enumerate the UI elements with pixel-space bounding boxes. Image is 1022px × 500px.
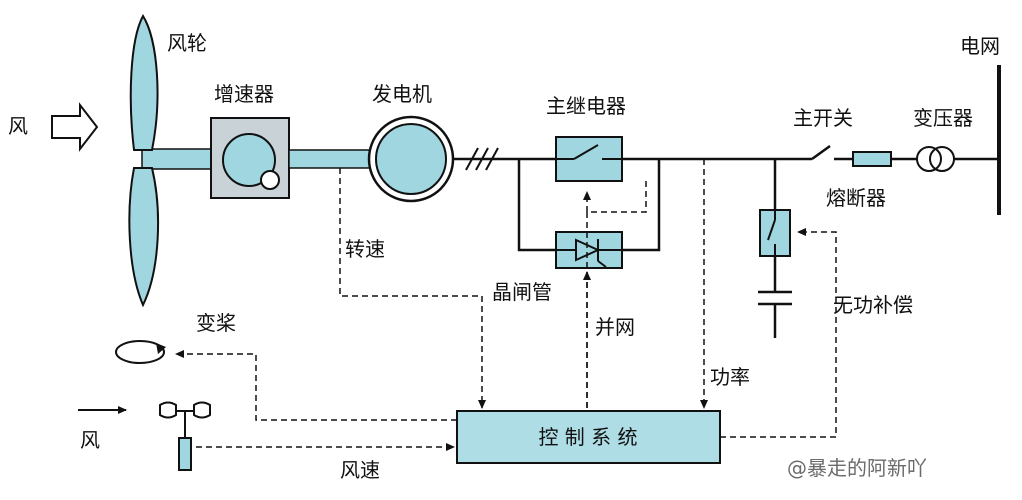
grid-label: 电网	[960, 34, 1000, 58]
wind-in-label: 风	[8, 114, 28, 138]
pitch-rotation-icon	[115, 340, 166, 364]
thyristor-branch-left	[517, 159, 560, 252]
anemometer-icon	[159, 401, 211, 471]
wind-arrow-icon	[51, 102, 99, 152]
pitch-label: 变桨	[196, 311, 236, 335]
wind-speed-label: 风速	[340, 458, 380, 482]
thyristor-branch-right	[620, 159, 661, 252]
generator-rotor	[375, 123, 447, 195]
three-phase-marker	[465, 147, 499, 171]
rotor-shaft	[141, 148, 213, 170]
capacitor-symbol	[758, 290, 792, 306]
generator-shaft	[288, 149, 374, 169]
control-system-box	[456, 410, 721, 464]
watermark-text: @暴走的阿新吖	[787, 456, 927, 480]
generator-label: 发电机	[372, 82, 432, 106]
gearbox-small-gear	[260, 170, 280, 190]
gearbox-large-gear	[222, 133, 276, 187]
fuse-box	[852, 151, 892, 167]
thyristor-label: 晶闸管	[492, 280, 552, 304]
gearbox-label: 增速器	[214, 82, 274, 106]
comp-switch-symbol	[767, 210, 776, 256]
fuse-label: 熔断器	[826, 186, 886, 210]
watermark: @暴走的阿新吖	[787, 456, 927, 480]
relay-switch-symbol	[556, 144, 622, 160]
main-switch-label: 主开关	[793, 106, 853, 130]
speed-label: 转速	[345, 237, 385, 261]
signal-lines	[175, 159, 837, 451]
control-system-label: 控 制 系 统	[538, 425, 637, 449]
wind-wheel-blades	[128, 14, 160, 308]
wind-wheel-label: 风轮	[167, 31, 207, 55]
main-switch-symbol	[811, 144, 831, 161]
grid-connect-label: 并网	[595, 315, 635, 339]
power-label: 功率	[710, 365, 750, 389]
main-relay-label: 主继电器	[546, 94, 626, 118]
transformer-label: 变压器	[913, 106, 973, 130]
wind-bottom-label: 风	[80, 428, 100, 452]
reactive-comp-label: 无功补偿	[833, 293, 913, 317]
